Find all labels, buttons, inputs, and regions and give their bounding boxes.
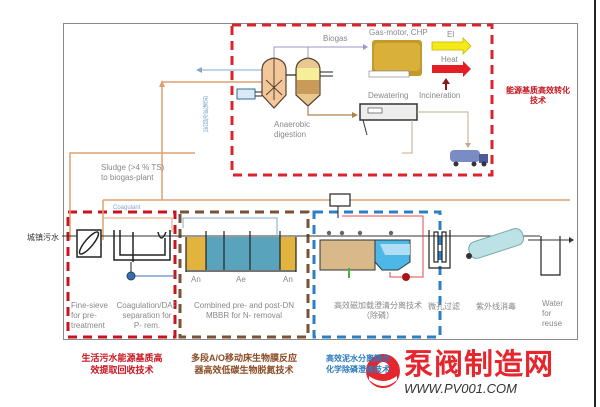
diagram-frame xyxy=(63,23,578,340)
reuse-tank xyxy=(540,236,561,276)
inlet-label: 城镇污水 xyxy=(27,233,59,242)
zone-an-2: An xyxy=(283,275,293,284)
uv-label: 紫外线消毒 xyxy=(476,302,516,311)
energy-section-box xyxy=(230,23,494,177)
pretreatment-section-box xyxy=(66,210,177,339)
heat-label: Heat xyxy=(441,55,458,64)
heat-arrow xyxy=(432,61,471,77)
microfilter-label: 微孔过滤 xyxy=(428,302,460,311)
zone-ae: Ae xyxy=(236,275,246,284)
caption-red-line-1: 生活污水能源基质高 xyxy=(81,353,163,363)
caption-brown-line-2: 器高效低碳生物脱氮技术 xyxy=(194,365,294,375)
caption-red-line-2: 效提取回收技术 xyxy=(90,365,154,375)
coagulation-label: Coagulation/DAF separation for P- rem. xyxy=(116,301,178,331)
reuse-label: Water for reuse xyxy=(542,299,563,329)
sedimentation-line-2: （除磷） xyxy=(362,311,394,320)
sedimentation-label: 高效磁加载澄清分离技术 （除磷） xyxy=(316,301,440,321)
mbbr-recycle-line xyxy=(182,217,278,238)
mbbr-zone-an1 xyxy=(186,237,206,270)
caption-blue: 高效泥水分离耦合 化学除磷澄清技术 xyxy=(318,353,398,375)
mbbr-zone-ae xyxy=(206,237,280,270)
mbbr-line-1: Combined pre- and post-DN xyxy=(193,301,295,310)
right-edge-border xyxy=(594,0,596,407)
coagulant-line xyxy=(103,217,173,232)
incineration-label: Incineration xyxy=(419,91,461,100)
caption-brown: 多段A/O移动床生物膜反应 器高效低碳生物脱氮技术 xyxy=(180,352,308,376)
truck-icon xyxy=(450,150,488,167)
coagulation-line-1: Coagulation/DAF xyxy=(116,301,178,310)
sludge-recycle-line xyxy=(342,215,424,278)
el-label: El xyxy=(447,30,455,39)
reuse-line-2: for xyxy=(542,309,552,318)
return-arrow-head xyxy=(196,67,202,73)
sedimentation-line-1: 高效磁加载澄清分离技术 xyxy=(334,301,422,310)
energy-tech-line-2: 技术 xyxy=(530,96,546,105)
microfilter-unit xyxy=(428,230,451,269)
incineration-arrow xyxy=(442,78,450,90)
sludge-label-2: to biogas-plant xyxy=(101,173,154,182)
caption-red: 生活污水能源基质高 效提取回收技术 xyxy=(66,352,178,376)
coagulation-line-2: separation for xyxy=(122,311,172,320)
sludge-arrow-head xyxy=(159,80,165,87)
logo-url: WWW.PV001.COM xyxy=(404,381,517,396)
fine-sieve-label: Fine-sieve for pre- treatment xyxy=(71,301,108,331)
sludge-label-1: Sludge (>4 % TS) xyxy=(101,163,165,172)
caption-blue-line-1: 高效泥水分离耦合 xyxy=(326,354,390,363)
fine-sieve-line-1: Fine-sieve xyxy=(71,301,108,310)
mbbr-zone-an2 xyxy=(280,237,296,270)
zone-an-1: An xyxy=(191,275,201,284)
coagulant-label: Coagulant xyxy=(113,205,141,211)
digestate-line xyxy=(307,106,356,116)
anaerobic-label-1: Anaerobic xyxy=(274,120,311,129)
fine-sieve-line-3: treatment xyxy=(71,321,105,330)
mbbr-label: Combined pre- and post-DN MBBR for N- re… xyxy=(188,301,300,321)
coagulation-line-3: P- rem. xyxy=(133,321,161,330)
biogas-line xyxy=(273,46,366,58)
uv-disinfection-unit xyxy=(466,228,525,259)
anaerobic-label-2: digestion xyxy=(274,130,307,139)
reuse-line-1: Water xyxy=(542,299,564,308)
mbbr-section-box xyxy=(178,210,310,339)
return-vertical-label: 厌氧消化回流 xyxy=(201,96,207,132)
energy-tech-line-1: 能源基质高效转化 xyxy=(506,86,570,95)
gas-motor-label: Gas-motor, CHP xyxy=(369,28,428,37)
logo-mark-icon xyxy=(366,354,400,388)
fine-sieve-unit xyxy=(76,229,102,258)
reuse-line-3: reuse xyxy=(542,319,563,328)
daf-tank xyxy=(113,230,171,262)
heat-exchanger xyxy=(236,88,256,100)
caption-brown-line-1: 多段A/O移动床生物膜反应 xyxy=(190,353,297,363)
caption-blue-line-2: 化学除磷澄清技术 xyxy=(326,365,390,374)
energy-tech-label: 能源基质高效转化 技术 xyxy=(488,86,588,106)
sedimentation-section-box xyxy=(312,210,442,339)
coagulation-tank xyxy=(319,239,376,271)
logo-name: 泵阀制造网 xyxy=(404,349,555,381)
anaerobic-digester-1 xyxy=(261,57,287,109)
electricity-arrow xyxy=(431,37,472,55)
fine-sieve-line-2: for pre- xyxy=(71,311,97,320)
anaerobic-digester-2 xyxy=(295,57,321,107)
dewatering-label: Dewatering xyxy=(368,91,409,100)
mbbr-line-2: MBBR for N- removal xyxy=(205,311,282,320)
recycle-pump xyxy=(402,273,410,281)
biogas-label: Biogas xyxy=(323,34,348,43)
daf-pump xyxy=(126,271,136,281)
